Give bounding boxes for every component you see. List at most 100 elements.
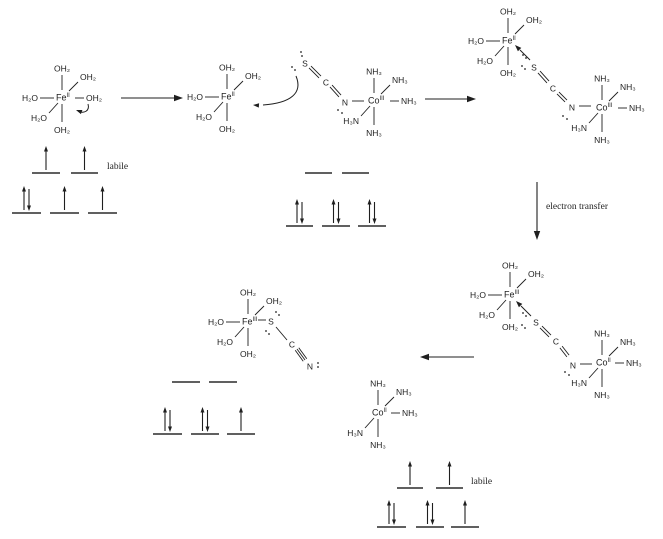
complex-co3-pentaammine-bridged: CoIII NH₃ NH₃ NH₃ H₃N NH₃ bbox=[571, 74, 645, 146]
fe3-d-orbitals bbox=[153, 381, 255, 435]
lone-pair-dot bbox=[568, 374, 570, 376]
atom-label: NH₃ bbox=[370, 440, 386, 450]
lone-pair-dot bbox=[275, 311, 277, 313]
lone-pair-dot bbox=[562, 115, 564, 117]
step4-arrow bbox=[420, 353, 474, 361]
labile-label-co: labile bbox=[471, 477, 492, 487]
co2-d-orbitals bbox=[377, 461, 479, 528]
electron-transfer-label: electron transfer bbox=[546, 201, 609, 212]
lone-pair-dot bbox=[341, 112, 343, 114]
atom-label: OH₂ bbox=[245, 71, 261, 81]
metal-label: CoIII bbox=[596, 103, 613, 113]
scheme-drawing: FeII OH₂ OH₂ H₂O OH₂ H₂O OH₂ FeII OH₂ OH₂ H₂O H₂O OH… bbox=[12, 7, 645, 528]
atom-label: N bbox=[569, 103, 575, 113]
atom-label: OH₂ bbox=[219, 124, 235, 134]
atom-label: OH₂ bbox=[500, 68, 516, 78]
lone-pair-dot bbox=[337, 109, 339, 111]
lone-pair-dot bbox=[566, 118, 568, 120]
lone-pair-dot bbox=[525, 315, 527, 317]
thiocyanate-free: S C N bbox=[291, 51, 364, 114]
atom-label: N bbox=[342, 98, 348, 108]
atom-label: OH₂ bbox=[528, 269, 544, 279]
electron-transfer-arrow bbox=[533, 182, 541, 240]
metal-label: FeII bbox=[56, 93, 70, 103]
atom-label: H₂O bbox=[187, 92, 203, 102]
atom-label: C bbox=[553, 337, 559, 347]
atom-label: NH₃ bbox=[594, 74, 610, 84]
atom-label: N bbox=[570, 361, 576, 371]
lone-pair-dot bbox=[524, 68, 526, 70]
labile-label-fe: labile bbox=[107, 162, 128, 172]
thiocyanate-bridge-fe2: S C N bbox=[515, 45, 591, 120]
lone-pair-dot bbox=[301, 55, 303, 57]
atom-label: NH₃ bbox=[594, 135, 610, 145]
atom-label: OH₂ bbox=[502, 322, 518, 332]
thiocyanate-bridge-fe3: S C N bbox=[516, 301, 592, 376]
atom-label: OH₂ bbox=[219, 63, 235, 73]
atom-label: H₂O bbox=[22, 93, 38, 103]
metal-label: CoII bbox=[372, 408, 387, 418]
water-leaving-arrow bbox=[76, 103, 89, 115]
atom-label: NH₃ bbox=[396, 387, 412, 397]
atom-label: NH₃ bbox=[620, 337, 636, 347]
atom-label: NH₃ bbox=[370, 379, 386, 389]
atom-label: S bbox=[531, 63, 537, 73]
atom-label: NH₃ bbox=[392, 75, 408, 85]
lone-pair-dot bbox=[300, 51, 302, 53]
metal-label: FeII bbox=[502, 36, 516, 46]
metal-label: FeIII bbox=[504, 290, 520, 300]
atom-label: OH₂ bbox=[240, 349, 256, 359]
atom-label: NH₃ bbox=[594, 390, 610, 400]
sulfur-attack-arrow bbox=[253, 75, 299, 108]
atom-label: NH₃ bbox=[402, 408, 418, 418]
atom-label: OH₂ bbox=[54, 125, 70, 135]
atom-label: OH₂ bbox=[500, 7, 516, 17]
atom-label: S bbox=[533, 318, 539, 328]
co3-d-orbitals bbox=[286, 172, 386, 227]
metal-label: FeII bbox=[221, 92, 235, 102]
atom-label: H₂O bbox=[477, 56, 493, 66]
fe2-d-orbitals bbox=[12, 146, 117, 214]
atom-label: OH₂ bbox=[502, 261, 518, 271]
atom-label: OH₂ bbox=[266, 296, 282, 306]
step2-arrow bbox=[425, 95, 476, 103]
atom-label: NH₃ bbox=[629, 103, 645, 113]
lone-pair-dot bbox=[317, 366, 319, 368]
atom-label: H₃N bbox=[571, 123, 587, 133]
lone-pair-dot bbox=[525, 57, 527, 59]
lone-pair-dot bbox=[522, 54, 524, 56]
atom-label: H₂O bbox=[470, 290, 486, 300]
atom-label: C bbox=[550, 84, 556, 94]
atom-label: C bbox=[323, 78, 329, 88]
atom-label: OH₂ bbox=[526, 15, 542, 25]
atom-label: OH₂ bbox=[80, 72, 96, 82]
lone-pair-dot bbox=[278, 314, 280, 316]
atom-label: NH₃ bbox=[401, 96, 417, 106]
thiocyanato-ligand-product: SCN bbox=[258, 311, 319, 372]
lone-pair-dot bbox=[268, 333, 270, 335]
lone-pair-dot bbox=[524, 327, 526, 329]
atom-label: S bbox=[302, 59, 308, 69]
atom-label: S bbox=[268, 317, 274, 327]
lone-pair-dot bbox=[265, 330, 267, 332]
atom-label: OH₂ bbox=[54, 64, 70, 74]
metal-label: FeIII bbox=[242, 317, 258, 327]
atom-label: H₃N bbox=[571, 378, 587, 388]
atom-label: H₂O bbox=[208, 317, 224, 327]
atom-label: NH₃ bbox=[366, 67, 382, 77]
atom-label: C bbox=[289, 340, 295, 350]
lone-pair-dot bbox=[521, 65, 523, 67]
atom-label: NH₃ bbox=[620, 82, 636, 92]
atom-label: OH₂ bbox=[240, 288, 256, 298]
metal-label: CoII bbox=[596, 358, 611, 368]
lone-pair-dot bbox=[521, 324, 523, 326]
atom-label: H₃N bbox=[347, 428, 363, 438]
